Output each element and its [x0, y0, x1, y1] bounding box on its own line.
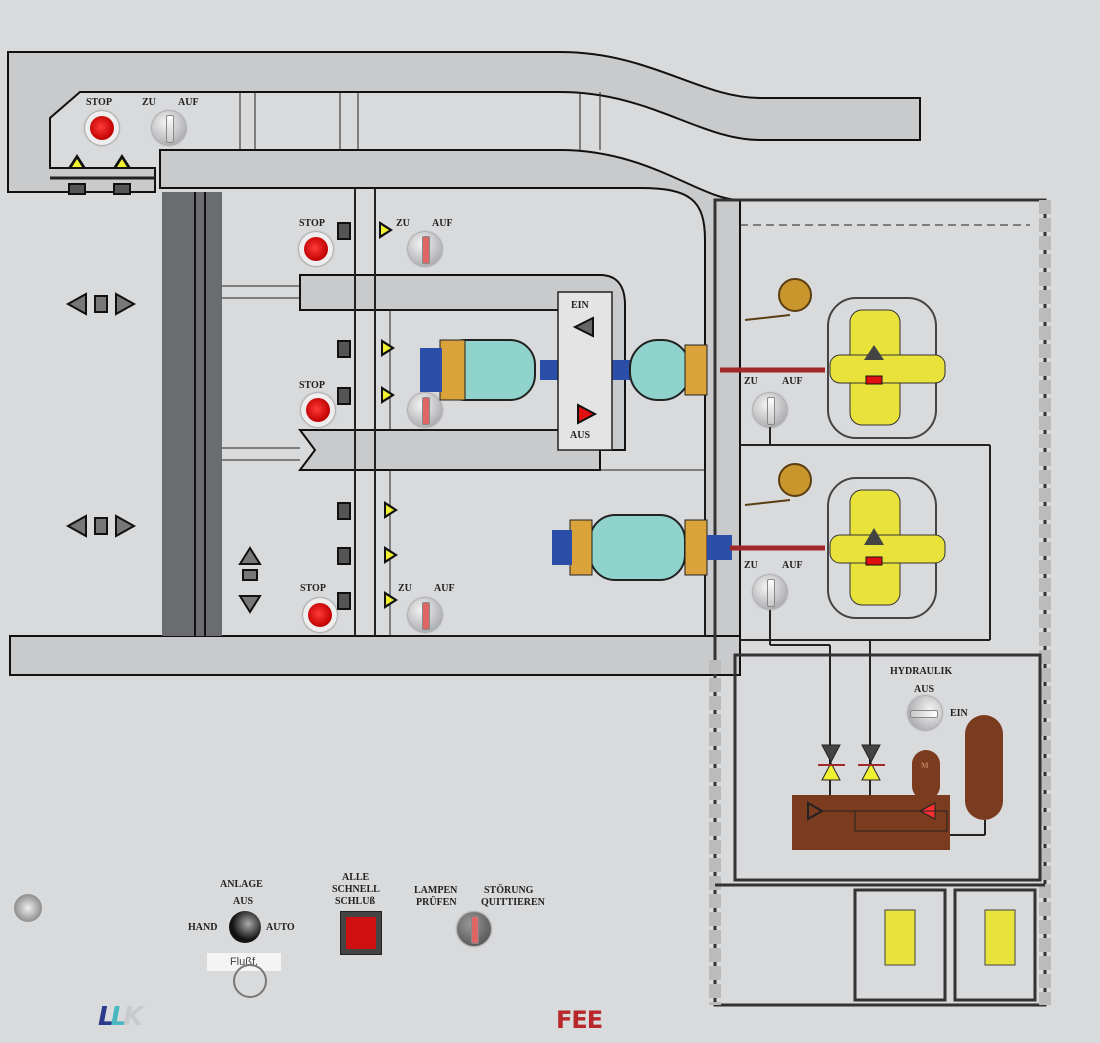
intake-status-2-indicator: [113, 183, 131, 195]
hydraulik-aus-label: AUS: [914, 684, 935, 695]
coupling-aus-label: AUS: [570, 430, 591, 441]
lampen-label-2: PRÜFEN: [416, 897, 457, 908]
generator-1: [827, 297, 946, 439]
unit-2-switch[interactable]: [753, 575, 787, 609]
lampen-stoerung-switch[interactable]: [457, 912, 491, 946]
anlage-aus-label: AUS: [233, 896, 254, 907]
gate-1-stop-button[interactable]: [299, 232, 333, 266]
unit-1-zu-label: ZU: [744, 376, 758, 387]
gate-1-switch[interactable]: [408, 232, 442, 266]
hydraulic-valves: [818, 744, 885, 781]
schnellschluss-label-3: SCHLUß: [335, 896, 376, 907]
stoerung-label-1: STÖRUNG: [484, 885, 534, 896]
gate-1-open-indicator-icon: [379, 221, 393, 239]
gate-2-stop-label: STOP: [299, 380, 325, 391]
gate-3-indicator-1: [337, 502, 351, 520]
gate-1-stop-label: STOP: [299, 218, 325, 229]
intake-stop-label: STOP: [86, 97, 112, 108]
anlage-hand-label: HAND: [188, 922, 218, 933]
gate-3-auf-label: AUF: [434, 583, 455, 594]
anlage-key-switch[interactable]: [229, 911, 261, 943]
unit-1-auf-label: AUF: [782, 376, 803, 387]
key-tag: Flußf.: [207, 953, 281, 971]
key-ring-icon: [233, 964, 267, 998]
hydraulik-title: HYDRAULIK: [890, 666, 953, 677]
motor-label: M: [921, 761, 929, 770]
gate-3-stop-label: STOP: [300, 583, 326, 594]
intake-indicator-2-icon: [113, 154, 131, 168]
gate-2-open-indicator-icon: [381, 339, 395, 357]
fee-logo: FEE: [556, 1006, 603, 1034]
intake-auf-label: AUF: [178, 97, 199, 108]
gate-3-indicator-3: [337, 592, 351, 610]
gate-3-indicator-1-icon: [384, 501, 398, 519]
bearing-units: [884, 909, 1016, 966]
gate-2-switch[interactable]: [408, 393, 442, 427]
anlage-auto-label: AUTO: [266, 922, 295, 933]
unit-2-zu-label: ZU: [744, 560, 758, 571]
schnellschluss-lamp: [346, 917, 376, 949]
schnellschluss-label-2: SCHNELL: [332, 884, 380, 895]
gate-3-switch[interactable]: [408, 598, 442, 632]
gate-3-indicator-2-icon: [384, 546, 398, 564]
unit-1-switch[interactable]: [753, 393, 787, 427]
gate-2-indicator-1: [337, 340, 351, 358]
hydraulic-unit: [792, 715, 1003, 850]
gate-2-stop-button[interactable]: [301, 393, 335, 427]
unit-2-auf-label: AUF: [782, 560, 803, 571]
turbine-2: [552, 514, 732, 581]
schnellschluss-button[interactable]: [340, 911, 382, 955]
gate-1-zu-label: ZU: [396, 218, 410, 229]
intake-gate-switch[interactable]: [152, 111, 186, 145]
gate-3-indicator-3-icon: [384, 591, 398, 609]
powerhouse-walls: [709, 198, 1051, 1007]
schnellschluss-label-1: ALLE: [342, 872, 370, 883]
coupling-ein-arrow-icon: [572, 316, 594, 338]
gate-2-closed-indicator-icon: [381, 386, 395, 404]
intake-status-1-indicator: [68, 183, 86, 195]
generator-2: [827, 477, 946, 619]
lampen-label-1: LAMPEN: [414, 885, 458, 896]
rack-cleaner-arrows: [65, 292, 262, 614]
gate-1-auf-label: AUF: [432, 218, 453, 229]
coupling-ein-label: EIN: [571, 300, 589, 311]
gate-3-indicator-2: [337, 547, 351, 565]
intake-indicator-1-icon: [68, 154, 86, 168]
intake-zu-label: ZU: [142, 97, 156, 108]
gate-3-zu-label: ZU: [398, 583, 412, 594]
gate-2-indicator-2: [337, 387, 351, 405]
trash-rack: [162, 192, 222, 636]
hydraulik-ein-label: EIN: [950, 708, 968, 719]
governors: [744, 278, 812, 506]
panel-screw: [14, 894, 42, 922]
shafts: [720, 367, 825, 551]
llk-logo: LLK: [98, 1002, 143, 1032]
gate-1-indicator: [337, 222, 351, 240]
gate-3-stop-button[interactable]: [303, 598, 337, 632]
intake-stop-button[interactable]: [85, 111, 119, 145]
coupling-box: [557, 291, 613, 451]
anlage-title: ANLAGE: [220, 879, 263, 890]
stoerung-label-2: QUITTIEREN: [481, 897, 545, 908]
hydraulik-switch[interactable]: [908, 696, 942, 730]
coupling-aus-arrow-icon: [577, 403, 598, 425]
